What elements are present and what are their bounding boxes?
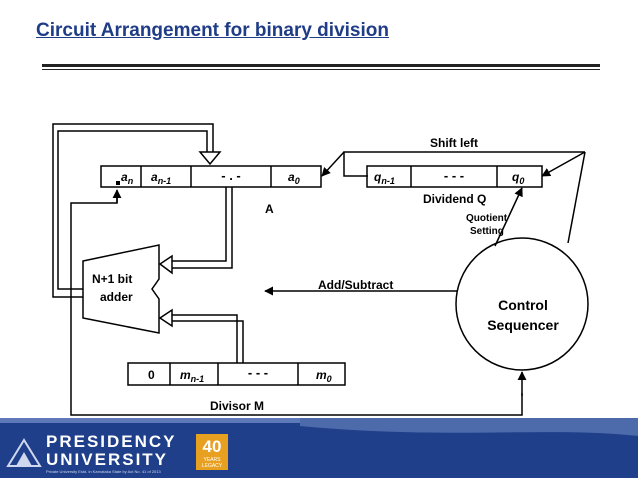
a-to-adder-lines (158, 187, 233, 275)
cell-m0: m0 (316, 368, 332, 384)
university-name-line2: UNIVERSITY (46, 450, 169, 469)
label-add-subtract: Add/Subtract (318, 278, 393, 292)
label-shift-left: Shift left (430, 136, 478, 150)
cell-q-dots: - - - (444, 168, 464, 183)
register-m: 0 mn-1 - - - m0 (127, 362, 346, 386)
cell-an-1: an-1 (151, 170, 171, 186)
page-title: Circuit Arrangement for binary division (36, 20, 389, 41)
division-circuit-diagram: an an-1 - . - a0 A qn-1 - - - q0 Dividen… (52, 123, 589, 416)
cell-m-zero: 0 (148, 368, 155, 382)
title-rule-thin (42, 69, 600, 70)
svg-text:adder: adder (100, 290, 133, 304)
label-a: A (265, 202, 274, 216)
badge-number: 40 (202, 437, 222, 456)
university-logo-icon (6, 438, 42, 467)
title-rule (42, 64, 600, 67)
university-subtitle: Private University Estd. in Karnataka St… (46, 469, 161, 474)
cell-q0: q0 (512, 170, 524, 186)
cell-m-dots: - - - (248, 365, 268, 380)
register-q: qn-1 - - - q0 (366, 165, 543, 188)
register-a: an an-1 - . - a0 (100, 165, 322, 188)
footer-wave (300, 418, 638, 436)
cell-mn-1: mn-1 (180, 368, 204, 384)
svg-text:N+1 bit: N+1 bit (92, 272, 132, 286)
university-name-line1: PRESIDENCY (46, 432, 177, 451)
quotient-setting-line (494, 187, 523, 247)
control-shift-line (567, 151, 586, 244)
footer-banner: PRESIDENCY UNIVERSITY Private University… (0, 418, 638, 478)
control-sequencer: Control Sequencer (455, 237, 589, 371)
adder-output-feedback (52, 123, 222, 298)
sign-to-control-line (70, 189, 527, 416)
label-quotient: Quotient (466, 213, 508, 224)
shift-left-lines (321, 151, 586, 177)
cell-a0: a0 (288, 170, 300, 186)
label-dividend: Dividend Q (423, 192, 486, 206)
m-to-adder-lines (158, 308, 244, 363)
cell-an: an (121, 170, 134, 186)
cell-qn-1: qn-1 (374, 170, 395, 186)
adder-block: N+1 bit adder (82, 244, 160, 334)
label-setting: Setting (470, 226, 504, 237)
cell-a-dots: - . - (221, 168, 241, 183)
label-divisor: Divisor M (210, 399, 264, 413)
svg-text:Control: Control (498, 297, 548, 313)
svg-text:Sequencer: Sequencer (487, 317, 559, 333)
